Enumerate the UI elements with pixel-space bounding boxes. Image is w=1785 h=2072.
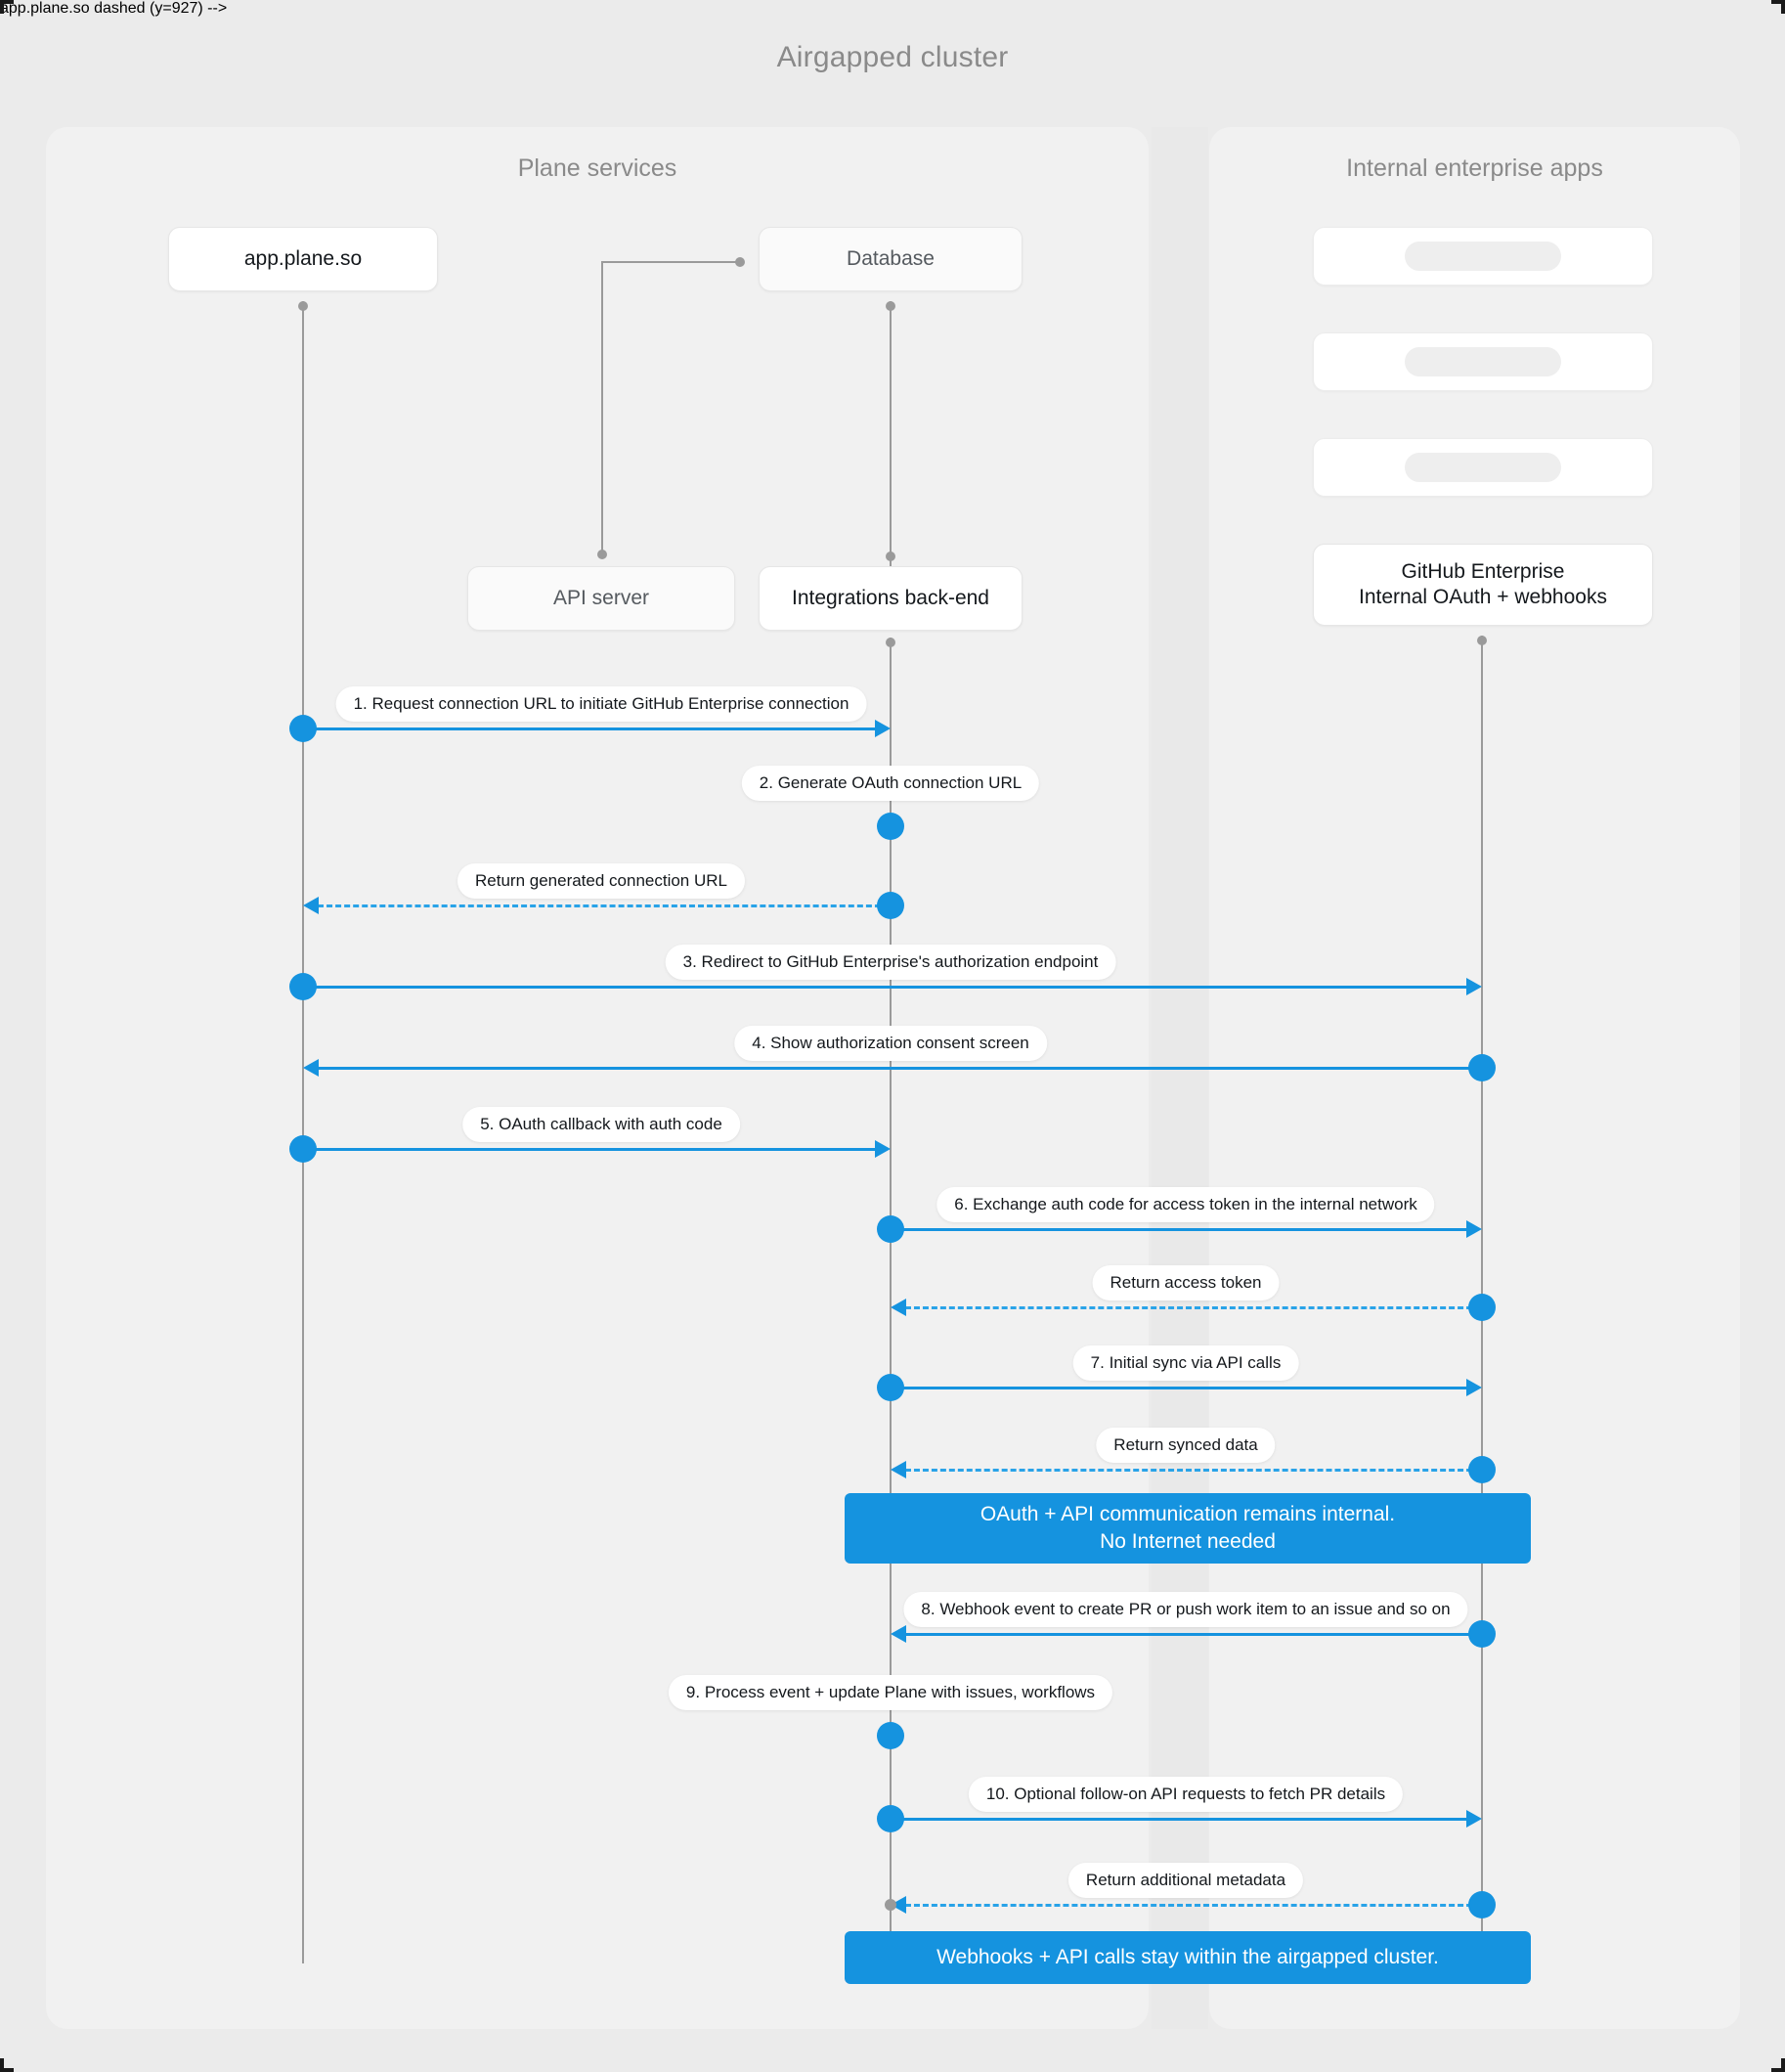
message-label-13: 10. Optional follow-on API requests to f… bbox=[968, 1777, 1404, 1812]
message-label-7: 6. Exchange auth code for access token i… bbox=[936, 1187, 1435, 1222]
corner-mark-top-left-v bbox=[0, 0, 4, 14]
message-arrowhead-4 bbox=[1466, 978, 1482, 995]
participant-integrations-backend[interactable]: Integrations back-end bbox=[759, 566, 1023, 631]
corner-mark-bottom-left-v bbox=[0, 2058, 4, 2072]
message-label-3: Return generated connection URL bbox=[457, 863, 745, 899]
message-arrowhead-3 bbox=[303, 897, 319, 914]
participant-github-enterprise-label-line2: Internal OAuth + webhooks bbox=[1359, 586, 1607, 608]
lifeline-dot-api-server bbox=[597, 550, 607, 559]
message-label-2: 2. Generate OAuth connection URL bbox=[741, 766, 1040, 801]
message-line-13 bbox=[891, 1818, 1466, 1821]
message-line-11 bbox=[905, 1633, 1481, 1636]
activation-dot-6 bbox=[289, 1135, 317, 1163]
message-line-4 bbox=[303, 986, 1466, 989]
message-label-14: Return additional metadata bbox=[1067, 1863, 1304, 1898]
message-line-6 bbox=[303, 1148, 875, 1151]
corner-mark-top-left-h bbox=[0, 0, 14, 4]
message-label-10: Return synced data bbox=[1096, 1428, 1276, 1463]
note-oauth-internal-line2: No Internet needed bbox=[1100, 1530, 1276, 1553]
message-label-5: 4. Show authorization consent screen bbox=[734, 1026, 1047, 1061]
page-title: Airgapped cluster bbox=[776, 41, 1009, 73]
message-line-9 bbox=[891, 1387, 1466, 1389]
corner-mark-bottom-right-v bbox=[1781, 2058, 1785, 2072]
message-label-12: 9. Process event + update Plane with iss… bbox=[668, 1675, 1113, 1710]
lifeline-dot-github-enterprise bbox=[1477, 636, 1487, 645]
corner-mark-top-right-v bbox=[1781, 0, 1785, 14]
activation-dot-9 bbox=[877, 1374, 904, 1401]
message-arrowhead-10 bbox=[891, 1461, 906, 1478]
redacted-app-box-3 bbox=[1313, 438, 1653, 497]
note-airgapped-cluster: Webhooks + API calls stay within the air… bbox=[845, 1931, 1531, 1984]
corner-mark-bottom-right-h bbox=[1771, 2068, 1785, 2072]
participant-github-enterprise-label-line1: GitHub Enterprise bbox=[1401, 559, 1565, 583]
message-line-1 bbox=[303, 727, 875, 730]
group-internal-enterprise-apps-title: Internal enterprise apps bbox=[1346, 154, 1603, 182]
activation-dot-4 bbox=[289, 973, 317, 1000]
message-line-14 bbox=[905, 1904, 1481, 1907]
activation-dot-11 bbox=[1468, 1620, 1496, 1648]
participant-app-plane-so-label: app.plane.so bbox=[243, 246, 363, 270]
activation-dot-7 bbox=[877, 1215, 904, 1243]
participant-database[interactable]: Database bbox=[759, 227, 1023, 291]
message-label-6: 5. OAuth callback with auth code bbox=[462, 1107, 740, 1142]
group-plane-services: Plane services bbox=[46, 127, 1149, 2029]
message-line-7 bbox=[891, 1228, 1466, 1231]
connector-database-to-api-server bbox=[601, 261, 743, 263]
message-arrowhead-6 bbox=[875, 1140, 891, 1158]
message-arrowhead-5 bbox=[303, 1059, 319, 1077]
message-arrowhead-13 bbox=[1466, 1810, 1482, 1828]
participant-api-server[interactable]: API server bbox=[467, 566, 735, 631]
participant-github-enterprise[interactable]: GitHub Enterprise Internal OAuth + webho… bbox=[1313, 544, 1653, 626]
group-plane-services-title: Plane services bbox=[517, 154, 677, 182]
message-label-1: 1. Request connection URL to initiate Gi… bbox=[335, 686, 867, 722]
message-arrowhead-7 bbox=[1466, 1220, 1482, 1238]
lifeline-dot-app-plane-so bbox=[298, 301, 308, 311]
message-line-5 bbox=[318, 1067, 1481, 1070]
activation-dot-8 bbox=[1468, 1294, 1496, 1321]
message-line-10 bbox=[905, 1469, 1481, 1472]
group-gap-band bbox=[1152, 127, 1208, 2029]
message-label-8: Return access token bbox=[1092, 1265, 1280, 1301]
corner-mark-bottom-left-h bbox=[0, 2068, 14, 2072]
activation-dot-12 bbox=[877, 1722, 904, 1749]
message-arrowhead-1 bbox=[875, 720, 891, 737]
activation-dot-10 bbox=[1468, 1456, 1496, 1483]
redacted-label-bar bbox=[1405, 453, 1561, 482]
lifeline-app-plane-so bbox=[302, 301, 304, 1963]
activation-dot-5 bbox=[1468, 1054, 1496, 1081]
lifeline-dot-integrations-backend bbox=[886, 638, 895, 647]
lifeline-api-server bbox=[601, 262, 603, 555]
note-oauth-internal-line1: OAuth + API communication remains intern… bbox=[980, 1502, 1396, 1525]
message-label-9: 7. Initial sync via API calls bbox=[1072, 1345, 1299, 1381]
message-line-3 bbox=[318, 904, 890, 907]
lifeline-database bbox=[890, 301, 892, 567]
lifeline-dot-database bbox=[886, 301, 895, 311]
participant-app-plane-so[interactable]: app.plane.so bbox=[168, 227, 438, 291]
connector-endpoint-dot-database bbox=[735, 257, 745, 267]
activation-dot-14-origin bbox=[885, 1899, 896, 1911]
lifeline-dot-integrations-top bbox=[886, 551, 895, 561]
note-oauth-internal: OAuth + API communication remains intern… bbox=[845, 1493, 1531, 1564]
activation-dot-3 bbox=[877, 892, 904, 919]
participant-api-server-label: API server bbox=[552, 586, 650, 609]
message-label-11: 8. Webhook event to create PR or push wo… bbox=[903, 1592, 1468, 1627]
message-arrowhead-11 bbox=[891, 1625, 906, 1643]
message-arrowhead-9 bbox=[1466, 1379, 1482, 1396]
message-line-8 bbox=[905, 1306, 1481, 1309]
activation-dot-1 bbox=[289, 715, 317, 742]
redacted-label-bar bbox=[1405, 242, 1561, 271]
redacted-app-box-1 bbox=[1313, 227, 1653, 286]
participant-integrations-backend-label: Integrations back-end bbox=[792, 586, 989, 609]
message-arrowhead-8 bbox=[891, 1299, 906, 1316]
message-label-4: 3. Redirect to GitHub Enterprise's autho… bbox=[665, 945, 1116, 980]
note-airgapped-cluster-line1: Webhooks + API calls stay within the air… bbox=[936, 1945, 1439, 1968]
redacted-app-box-2 bbox=[1313, 332, 1653, 391]
corner-mark-top-right-h bbox=[1771, 0, 1785, 4]
participant-database-label: Database bbox=[847, 246, 935, 270]
activation-dot-13 bbox=[877, 1805, 904, 1832]
activation-dot-2 bbox=[877, 813, 904, 840]
activation-dot-14 bbox=[1468, 1891, 1496, 1918]
redacted-label-bar bbox=[1405, 347, 1561, 376]
